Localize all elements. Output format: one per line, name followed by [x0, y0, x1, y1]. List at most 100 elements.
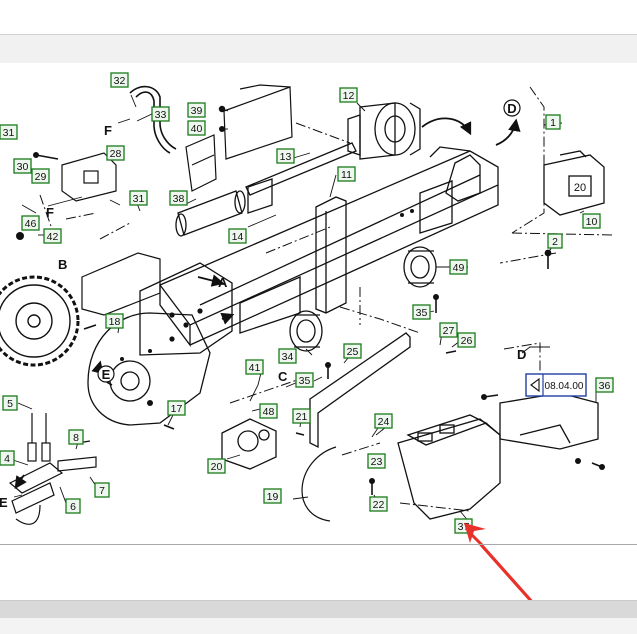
svg-text:30: 30	[17, 161, 29, 173]
callout-42[interactable]: 42	[43, 228, 62, 244]
svg-text:31: 31	[133, 193, 145, 205]
svg-text:40: 40	[191, 123, 203, 135]
callout-6[interactable]: 6	[65, 498, 81, 514]
callout-21[interactable]: 21	[292, 408, 311, 424]
callout-19[interactable]: 19	[263, 488, 282, 504]
gearbox-assembly	[347, 102, 421, 160]
letter-c: C	[278, 369, 288, 384]
track-roller-34	[289, 310, 323, 352]
small-hardware-left	[8, 413, 97, 525]
callout-25[interactable]: 25	[343, 343, 362, 359]
callout-8[interactable]: 8	[68, 429, 84, 445]
letter-a: A	[218, 275, 228, 290]
svg-text:17: 17	[171, 403, 183, 415]
callout-27[interactable]: 27	[439, 322, 458, 338]
cylinder-shaft	[175, 142, 357, 237]
callout-2[interactable]: 2	[547, 233, 563, 249]
callout-34[interactable]: 34	[278, 348, 297, 364]
horizontal-scrollbar[interactable]	[0, 600, 637, 619]
svg-text:18: 18	[109, 316, 121, 328]
letter-b: B	[58, 257, 67, 272]
svg-text:27: 27	[443, 325, 455, 337]
svg-text:42: 42	[47, 231, 59, 243]
motion-arrows	[14, 117, 521, 490]
svg-text:7: 7	[99, 485, 105, 497]
callout-31b[interactable]: 31	[129, 190, 148, 206]
svg-text:34: 34	[282, 351, 294, 363]
callout-35b[interactable]: 35	[295, 372, 314, 388]
svg-text:10: 10	[586, 216, 598, 228]
track-roller-49	[403, 246, 437, 288]
callout-38[interactable]: 38	[169, 190, 188, 206]
callout-24[interactable]: 24	[374, 413, 393, 429]
callout-4[interactable]: 4	[0, 450, 15, 466]
svg-text:25: 25	[347, 346, 359, 358]
callout-32[interactable]: 32	[110, 72, 129, 88]
callout-40[interactable]: 40	[187, 120, 206, 136]
exploded-parts-diagram: F F B A C D E D E 20 08.04.00 32 33 39 4…	[0, 72, 614, 547]
svg-text:4: 4	[4, 453, 10, 465]
callout-10[interactable]: 10	[582, 213, 601, 229]
callout-31a[interactable]: 31	[0, 124, 18, 140]
callout-1[interactable]: 1	[545, 114, 561, 130]
bracket-28	[61, 152, 117, 202]
callout-5[interactable]: 5	[2, 395, 18, 411]
callout-14[interactable]: 14	[228, 228, 247, 244]
callout-labels: 32 33 39 40 12 1 31 28 13 30 29 11 31 38…	[0, 72, 614, 534]
callout-35a[interactable]: 35	[412, 304, 431, 320]
guard-disk	[301, 446, 337, 522]
svg-text:39: 39	[191, 105, 203, 117]
triangle-icon	[530, 377, 540, 393]
svg-text:11: 11	[341, 169, 352, 181]
svg-text:D: D	[507, 101, 516, 116]
red-annotation-arrow-head	[464, 523, 486, 547]
svg-text:38: 38	[173, 193, 185, 205]
svg-text:37: 37	[458, 521, 470, 533]
callout-39[interactable]: 39	[187, 102, 206, 118]
cover-plate	[309, 332, 411, 449]
drive-sprocket	[0, 275, 80, 367]
mounting-block	[223, 84, 293, 160]
bracket-36	[499, 392, 599, 450]
callout-28[interactable]: 28	[106, 145, 125, 161]
callout-18[interactable]: 18	[105, 313, 124, 329]
callout-30[interactable]: 30	[13, 158, 32, 174]
svg-text:35: 35	[416, 307, 428, 319]
step-assembly	[397, 414, 501, 520]
letter-e-bottom: E	[0, 495, 8, 510]
svg-text:2: 2	[552, 236, 558, 248]
callout-12[interactable]: 12	[339, 87, 358, 103]
lower-panel	[0, 537, 637, 605]
callout-46[interactable]: 46	[21, 215, 40, 231]
svg-text:1: 1	[550, 117, 556, 129]
callout-23[interactable]: 23	[367, 453, 386, 469]
callout-13[interactable]: 13	[276, 148, 295, 164]
circled-letter-d: D	[503, 99, 521, 117]
callout-36[interactable]: 36	[595, 377, 614, 393]
svg-text:28: 28	[110, 148, 122, 160]
callout-7[interactable]: 7	[94, 482, 110, 498]
svg-text:29: 29	[35, 171, 47, 183]
footer-strip	[0, 618, 637, 634]
callout-17[interactable]: 17	[167, 400, 186, 416]
svg-text:24: 24	[378, 416, 390, 428]
callout-20[interactable]: 20	[207, 458, 226, 474]
top-bar	[0, 0, 637, 34]
callout-22[interactable]: 22	[369, 496, 388, 512]
frame-bolts	[120, 209, 414, 361]
callout-26[interactable]: 26	[457, 332, 476, 348]
callout-49[interactable]: 49	[449, 259, 468, 275]
callout-48[interactable]: 48	[259, 403, 278, 419]
callout-33[interactable]: 33	[151, 106, 170, 122]
svg-text:20: 20	[211, 461, 223, 473]
callout-29[interactable]: 29	[31, 168, 50, 184]
version-label: 08.04.00	[545, 381, 584, 392]
callout-11[interactable]: 11	[337, 166, 356, 182]
jerry-can	[543, 150, 605, 216]
svg-text:32: 32	[114, 75, 126, 87]
svg-text:13: 13	[280, 151, 292, 163]
red-annotation-arrow-tail	[474, 537, 535, 605]
svg-text:22: 22	[373, 499, 385, 511]
callout-41[interactable]: 41	[245, 359, 264, 375]
letter-d-mid: D	[517, 347, 526, 362]
